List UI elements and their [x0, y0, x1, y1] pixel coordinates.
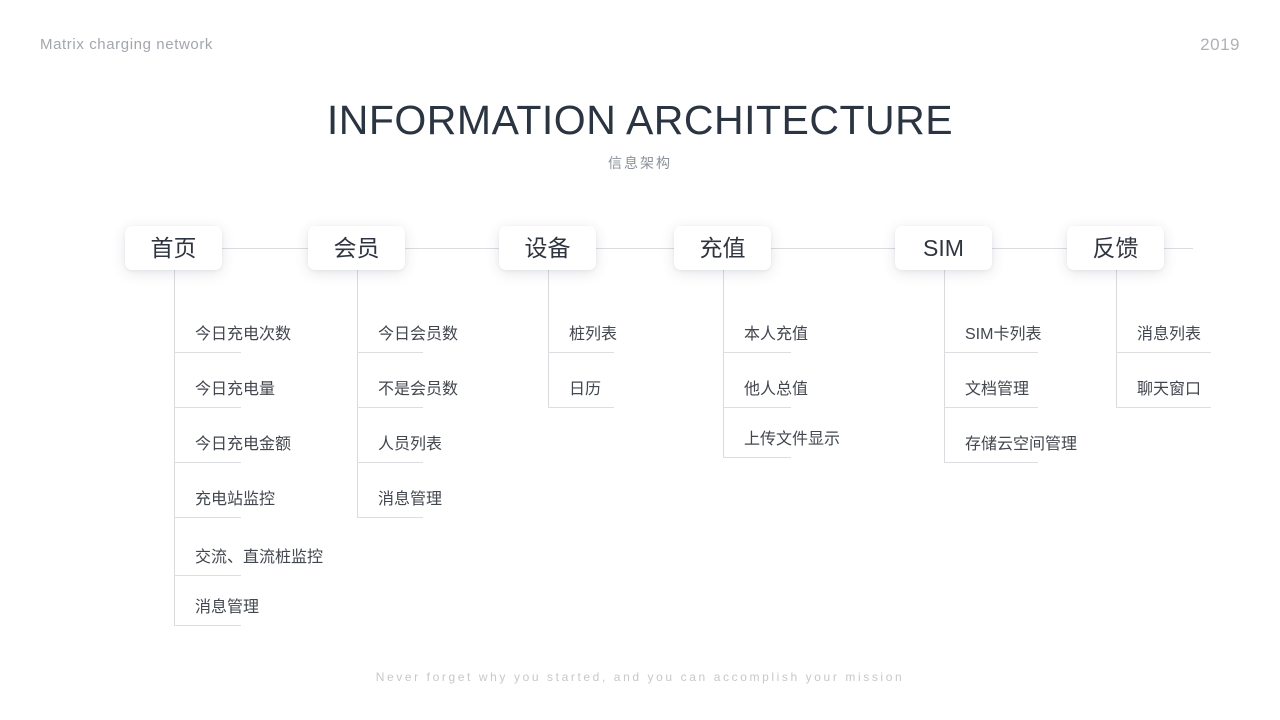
- tree-leaf-label: 今日充电金额: [195, 436, 292, 453]
- top-node-card: SIM: [895, 226, 992, 270]
- tree-leaf-item: 消息管理: [357, 482, 442, 518]
- tree-leaf-label: 日历: [569, 381, 602, 398]
- tree-leaf-item: 人员列表: [357, 427, 442, 463]
- top-node-card: 会员: [308, 226, 405, 270]
- tree-leaf-item: 日历: [548, 372, 614, 408]
- tree-leaf-item: 交流、直流桩监控: [174, 540, 323, 576]
- top-node-card: 反馈: [1067, 226, 1164, 270]
- column-trunk-line: [723, 270, 724, 458]
- page-subtitle: 信息架构: [608, 155, 672, 171]
- page-title: INFORMATION ARCHITECTURE: [326, 97, 954, 143]
- tree-leaf-label: 今日会员数: [378, 326, 459, 343]
- tree-leaf-label: 他人总值: [744, 381, 809, 398]
- column-trunk-line: [1116, 270, 1117, 408]
- top-node-card: 设备: [499, 226, 596, 270]
- tree-leaf-item: 他人总值: [723, 372, 808, 408]
- tree-leaf-label: 充电站监控: [195, 491, 276, 508]
- tree-leaf-label: 存储云空间管理: [965, 436, 1078, 453]
- column-trunk-line: [548, 270, 549, 408]
- tree-leaf-item: SIM卡列表: [944, 317, 1042, 353]
- brand-label: Matrix charging network: [40, 36, 214, 53]
- tree-leaf-label: 消息列表: [1137, 326, 1202, 343]
- tree-leaf-label: 人员列表: [378, 436, 443, 453]
- top-node-card: 首页: [125, 226, 222, 270]
- tree-leaf-item: 消息管理: [174, 590, 259, 626]
- tree-leaf-item: 今日充电次数: [174, 317, 291, 353]
- tree-leaf-label: 交流、直流桩监控: [195, 549, 324, 566]
- column-trunk-line: [944, 270, 945, 463]
- tree-leaf-label: 聊天窗口: [1137, 381, 1202, 398]
- tree-leaf-label: 本人充值: [744, 326, 809, 343]
- tree-leaf-item: 文档管理: [944, 372, 1038, 408]
- tree-leaf-item: 今日充电金额: [174, 427, 291, 463]
- tree-leaf-item: 不是会员数: [357, 372, 458, 408]
- tree-leaf-item: 存储云空间管理: [944, 427, 1077, 463]
- tree-leaf-label: 不是会员数: [378, 381, 459, 398]
- tree-leaf-item: 充电站监控: [174, 482, 275, 518]
- tree-leaf-label: SIM卡列表: [965, 326, 1042, 343]
- year-label: 2019: [1200, 35, 1240, 54]
- tree-leaf-item: 消息列表: [1116, 317, 1211, 353]
- tree-leaf-item: 今日会员数: [357, 317, 458, 353]
- tree-leaf-label: 今日充电量: [195, 381, 276, 398]
- tree-leaf-label: 消息管理: [195, 599, 260, 616]
- tree-leaf-label: 上传文件显示: [744, 431, 841, 448]
- tree-leaf-item: 上传文件显示: [723, 422, 840, 458]
- tree-leaf-item: 今日充电量: [174, 372, 275, 408]
- tree-leaf-item: 桩列表: [548, 317, 618, 353]
- tree-leaf-label: 文档管理: [965, 381, 1030, 398]
- column-trunk-line: [357, 270, 358, 518]
- tree-leaf-label: 桩列表: [569, 326, 618, 343]
- tree-leaf-label: 消息管理: [378, 491, 443, 508]
- tree-leaf-item: 聊天窗口: [1116, 372, 1211, 408]
- tree-leaf-item: 本人充值: [723, 317, 808, 353]
- top-node-card: 充值: [674, 226, 771, 270]
- column-trunk-line: [174, 270, 175, 626]
- footer-quote: Never forget why you started, and you ca…: [375, 670, 905, 684]
- tree-leaf-label: 今日充电次数: [195, 326, 292, 343]
